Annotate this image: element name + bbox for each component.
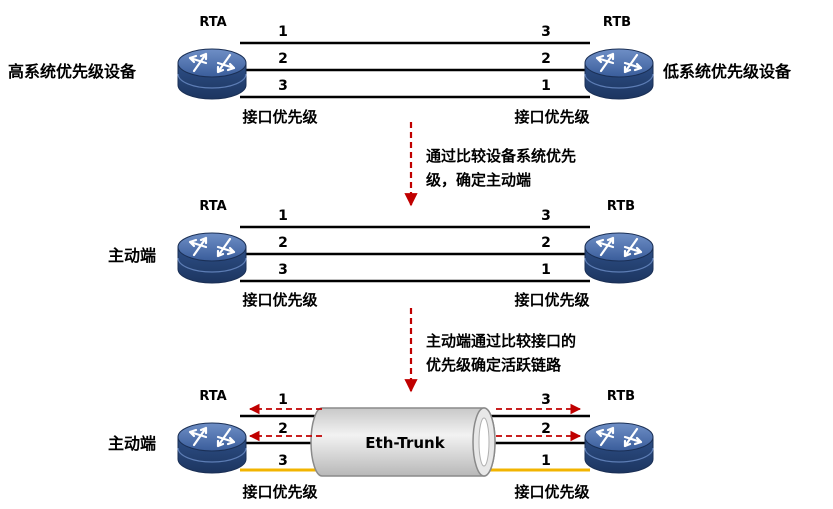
eth-trunk-label: Eth-Trunk — [365, 434, 445, 452]
router-icon — [177, 422, 247, 474]
left-port-number: 3 — [278, 78, 288, 94]
left-port-priority-label: 接口优先级 — [242, 291, 318, 309]
right-port-number: 3 — [541, 24, 551, 40]
row-3: Eth-Trunk 1 2 3 3 2 1 RTA RTB 主动端 接口优先级 … — [108, 389, 654, 501]
left-port-number: 1 — [278, 208, 288, 224]
rta-label: RTA — [199, 15, 226, 30]
rtb-label: RTB — [607, 199, 635, 214]
left-port-number: 2 — [278, 235, 288, 251]
eth-trunk-cylinder — [310, 407, 496, 477]
right-port-number: 2 — [541, 235, 551, 251]
left-port-number: 2 — [278, 421, 288, 437]
router-icon — [177, 232, 247, 284]
step-2: 主动端通过比较接口的 优先级确定活跃链路 — [404, 308, 576, 393]
left-device-label: 高系统优先级设备 — [8, 62, 137, 81]
right-port-number: 1 — [541, 78, 551, 94]
row-2: 1 2 3 3 2 1 RTA RTB 主动端 接口优先级 接口优先级 — [108, 199, 654, 309]
step-text: 优先级确定活跃链路 — [426, 356, 562, 374]
rta-label: RTA — [199, 389, 226, 404]
left-port-priority-label: 接口优先级 — [242, 108, 318, 126]
step-text: 主动端通过比较接口的 — [426, 332, 576, 350]
rtb-label: RTB — [603, 15, 631, 30]
right-device-label: 低系统优先级设备 — [662, 62, 792, 81]
step-1: 通过比较设备系统优先 级，确定主动端 — [404, 122, 576, 207]
left-port-number: 1 — [278, 392, 288, 408]
left-port-number: 1 — [278, 24, 288, 40]
rtb-label: RTB — [607, 389, 635, 404]
left-device-label: 主动端 — [108, 434, 156, 453]
right-port-priority-label: 接口优先级 — [514, 291, 590, 309]
right-port-number: 1 — [541, 453, 551, 469]
left-port-number: 3 — [278, 453, 288, 469]
right-port-priority-label: 接口优先级 — [514, 483, 590, 501]
router-icon — [584, 48, 654, 100]
rta-label: RTA — [199, 199, 226, 214]
router-icon — [584, 422, 654, 474]
right-port-number: 1 — [541, 262, 551, 278]
router-icon — [177, 48, 247, 100]
left-port-priority-label: 接口优先级 — [242, 483, 318, 501]
step-text: 级，确定主动端 — [426, 171, 531, 189]
left-port-number: 3 — [278, 262, 288, 278]
right-port-number: 3 — [541, 392, 551, 408]
right-port-number: 2 — [541, 421, 551, 437]
step-text: 通过比较设备系统优先 — [426, 147, 576, 165]
right-port-number: 2 — [541, 51, 551, 67]
right-port-priority-label: 接口优先级 — [514, 108, 590, 126]
right-port-number: 3 — [541, 208, 551, 224]
left-port-number: 2 — [278, 51, 288, 67]
row-1: 1 2 3 3 2 1 RTA RTB 高系统优先级设备 低系统优先级设备 接口… — [8, 15, 792, 126]
left-device-label: 主动端 — [108, 246, 156, 265]
router-icon — [584, 232, 654, 284]
